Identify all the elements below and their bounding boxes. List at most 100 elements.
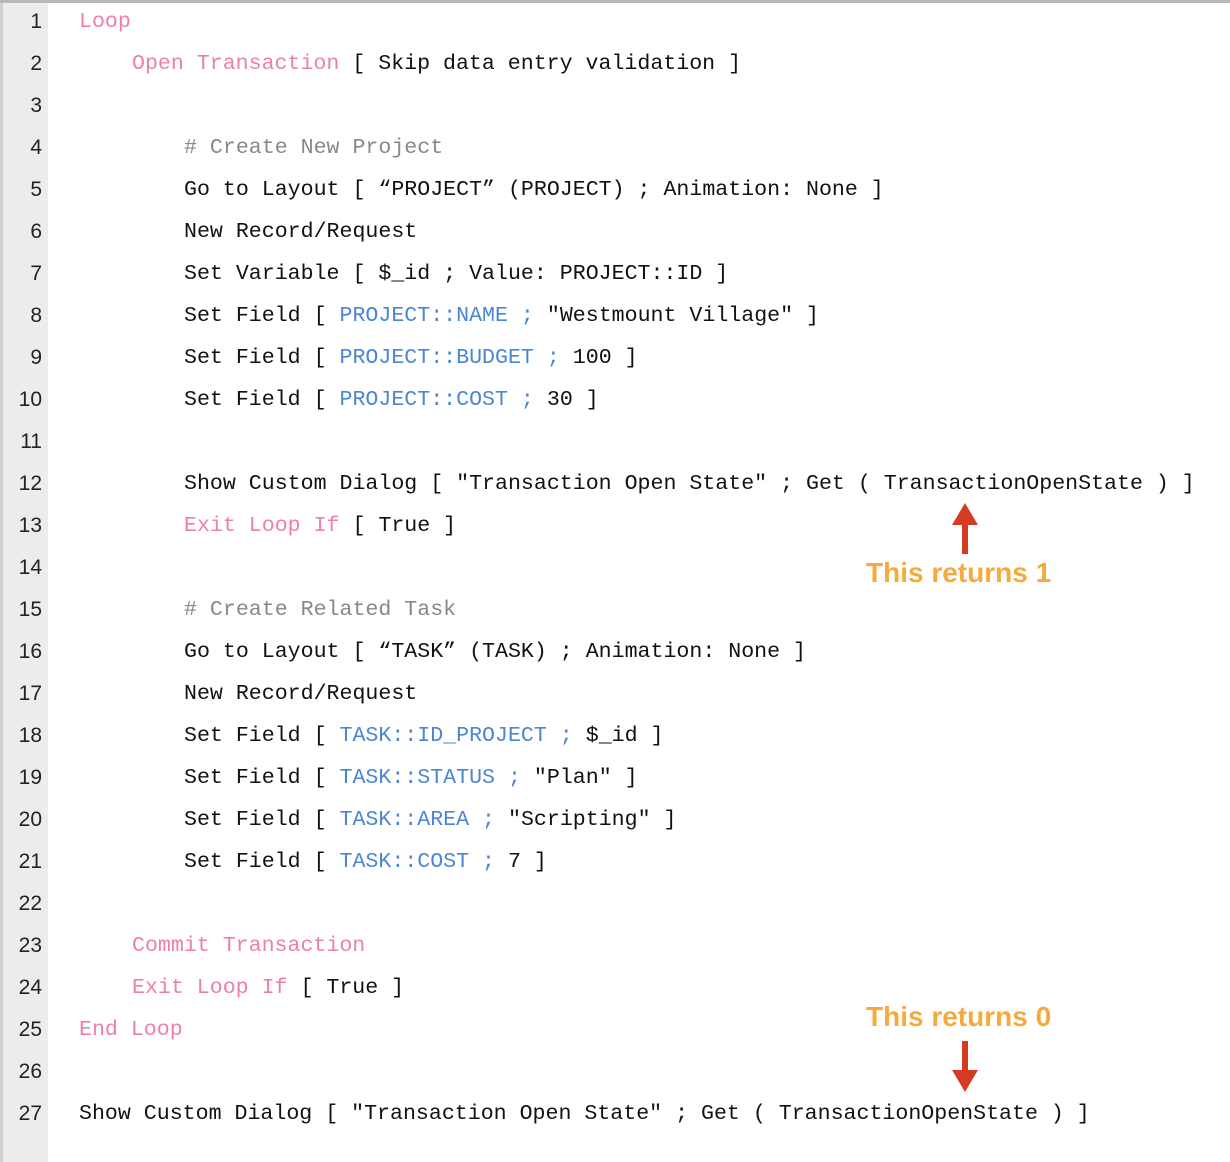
- script-step: Show Custom Dialog [ "Transaction Open S…: [79, 1093, 1090, 1135]
- line-number: 5: [30, 178, 42, 201]
- script-line[interactable]: 27 Show Custom Dialog [ "Transaction Open…: [0, 1093, 1230, 1135]
- step-text: Go to Layout [ “PROJECT” (PROJECT) ; Ani…: [184, 178, 884, 202]
- comment-text: # Create New Project: [184, 136, 444, 160]
- script-step: Go to Layout [ “PROJECT” (PROJECT) ; Ani…: [184, 169, 884, 211]
- script-line[interactable]: 18 Set Field [ TASK::ID_PROJECT ; $_id ]: [0, 715, 1230, 757]
- step-text: Set Field [: [184, 850, 340, 874]
- field-reference: TASK::ID_PROJECT ;: [339, 724, 573, 748]
- script-step: Set Field [ TASK::STATUS ; "Plan" ]: [184, 757, 638, 799]
- line-number: 18: [18, 724, 42, 747]
- script-line[interactable]: 20 Set Field [ TASK::AREA ; "Scripting" ]: [0, 799, 1230, 841]
- line-number: 17: [18, 682, 42, 705]
- script-line[interactable]: 7 Set Variable [ $_id ; Value: PROJECT::I…: [0, 253, 1230, 295]
- line-number: 1: [30, 10, 42, 33]
- script-step: New Record/Request: [184, 211, 417, 253]
- line-number: 20: [18, 808, 42, 831]
- script-line[interactable]: 11: [0, 421, 1230, 463]
- line-number: 15: [18, 598, 42, 621]
- annotation-returns-1: This returns 1: [866, 557, 1052, 588]
- script-step: Set Field [ TASK::ID_PROJECT ; $_id ]: [184, 715, 664, 757]
- script-line[interactable]: 6 New Record/Request: [0, 211, 1230, 253]
- step-text: [ Skip data entry validation ]: [339, 52, 742, 76]
- line-number: 27: [18, 1102, 42, 1125]
- line-number: 2: [30, 52, 42, 75]
- step-text: 30 ]: [533, 388, 599, 412]
- keyword-token: Loop: [79, 10, 131, 34]
- keyword-token: Commit Transaction: [132, 934, 366, 958]
- line-number: 21: [18, 850, 42, 873]
- step-text: Set Field [: [184, 346, 340, 370]
- script-line[interactable]: 2 Open Transaction [ Skip data entry vali…: [0, 43, 1230, 85]
- step-text: Set Field [: [184, 304, 340, 328]
- line-number: 14: [18, 556, 42, 579]
- line-number: 10: [18, 388, 42, 411]
- script-step: Set Variable [ $_id ; Value: PROJECT::ID…: [184, 253, 728, 295]
- keyword-token: Exit Loop If: [132, 976, 288, 1000]
- script-line[interactable]: 19 Set Field [ TASK::STATUS ; "Plan" ]: [0, 757, 1230, 799]
- script-line[interactable]: 14: [0, 547, 1230, 589]
- line-number: 26: [18, 1060, 42, 1083]
- step-text: Set Field [: [184, 766, 340, 790]
- line-number: 24: [18, 976, 42, 999]
- script-line[interactable]: 24 Exit Loop If [ True ]: [0, 967, 1230, 1009]
- step-text: Set Variable [ $_id ; Value: PROJECT::ID…: [184, 262, 729, 286]
- script-line[interactable]: 25 End Loop: [0, 1009, 1230, 1051]
- script-line[interactable]: 1 Loop: [0, 1, 1230, 43]
- step-text: $_id ]: [572, 724, 664, 748]
- script-step: Commit Transaction: [132, 925, 365, 967]
- script-step: Exit Loop If [ True ]: [184, 505, 456, 547]
- step-text: Show Custom Dialog [ "Transaction Open S…: [79, 1102, 1090, 1126]
- script-line[interactable]: 12 Show Custom Dialog [ "Transaction Open…: [0, 463, 1230, 505]
- script-line[interactable]: 3: [0, 85, 1230, 127]
- script-step: Exit Loop If [ True ]: [132, 967, 404, 1009]
- keyword-token: Open Transaction: [132, 52, 340, 76]
- script-step: New Record/Request: [184, 673, 417, 715]
- script-step: End Loop: [79, 1009, 183, 1051]
- step-text: Set Field [: [184, 388, 340, 412]
- step-text: [ True ]: [287, 976, 405, 1000]
- line-number: 7: [30, 262, 42, 285]
- line-number: 12: [18, 472, 42, 495]
- step-text: 100 ]: [559, 346, 638, 370]
- step-text: "Scripting" ]: [495, 808, 677, 832]
- step-text: Go to Layout [ “TASK” (TASK) ; Animation…: [184, 640, 807, 664]
- step-text: 7 ]: [495, 850, 547, 874]
- step-text: New Record/Request: [184, 220, 418, 244]
- step-text: "Plan" ]: [520, 766, 638, 790]
- keyword-token: Exit Loop If: [184, 514, 340, 538]
- arrow-up-icon: [952, 503, 978, 554]
- script-line[interactable]: 26: [0, 1051, 1230, 1093]
- line-number: 19: [18, 766, 42, 789]
- script-line[interactable]: 22: [0, 883, 1230, 925]
- comment-text: # Create Related Task: [184, 598, 457, 622]
- script-step: Set Field [ TASK::AREA ; "Scripting" ]: [184, 799, 676, 841]
- step-text: Show Custom Dialog [ "Transaction Open S…: [184, 472, 1195, 496]
- line-number: 6: [30, 220, 42, 243]
- field-reference: TASK::AREA ;: [339, 808, 496, 832]
- script-step: Set Field [ TASK::COST ; 7 ]: [184, 841, 547, 883]
- line-number: 9: [30, 346, 42, 369]
- script-line[interactable]: 15 # Create Related Task: [0, 589, 1230, 631]
- script-step: Open Transaction [ Skip data entry valid…: [132, 43, 741, 85]
- field-reference: TASK::COST ;: [339, 850, 496, 874]
- script-line[interactable]: 4# Create New Project: [0, 127, 1230, 169]
- step-text: New Record/Request: [184, 682, 418, 706]
- line-number: 25: [18, 1018, 42, 1041]
- script-step: # Create New Project: [184, 127, 443, 169]
- line-number: 11: [20, 430, 42, 453]
- step-text: [ True ]: [339, 514, 457, 538]
- annotation-returns-0: This returns 0: [866, 1001, 1052, 1032]
- top-border: [0, 0, 1230, 3]
- script-step: Show Custom Dialog [ "Transaction Open S…: [184, 463, 1195, 505]
- step-text: Set Field [: [184, 724, 340, 748]
- script-line[interactable]: 21 Set Field [ TASK::COST ; 7 ]: [0, 841, 1230, 883]
- script-line[interactable]: 17 New Record/Request: [0, 673, 1230, 715]
- line-number-gutter: [0, 3, 48, 1162]
- script-line[interactable]: 5 Go to Layout [ “PROJECT” (PROJECT) ; An…: [0, 169, 1230, 211]
